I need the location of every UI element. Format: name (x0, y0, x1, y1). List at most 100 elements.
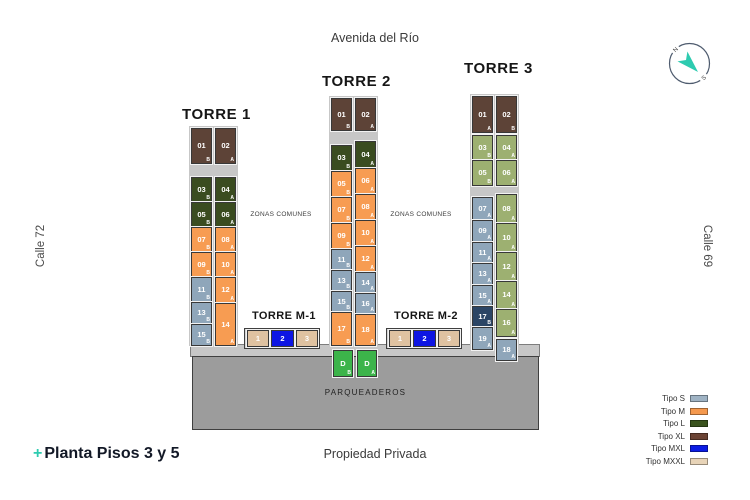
unit-letter: A (487, 235, 491, 241)
page-title-text: Planta Pisos 3 y 5 (44, 445, 180, 462)
unit-letter: B (346, 263, 350, 269)
m-unit-cell: 2 (412, 329, 437, 348)
unit-letter: A (370, 265, 374, 271)
unit-number: 03 (337, 153, 346, 163)
unit-letter: A (230, 157, 234, 163)
unit-number: 01 (197, 141, 206, 151)
unit-letter: B (346, 284, 350, 290)
unit-letter: B (487, 153, 491, 159)
unit-letter: A (511, 354, 515, 360)
unit-letter: B (346, 124, 350, 130)
unit-letter: A (230, 339, 234, 345)
zonas-comunes-label-right: ZONAS COMUNES (390, 211, 452, 218)
unit-number: 18 (361, 325, 370, 335)
unit-letter: A (370, 307, 374, 313)
unit-letter: B (206, 317, 210, 323)
unit-number: 1 (397, 333, 403, 343)
legend-row: Tipo M (646, 407, 708, 416)
street-label-propiedad-privada: Propiedad Privada (323, 447, 427, 461)
tower-title: TORRE 1 (182, 106, 251, 123)
unit-number: 14 (361, 277, 370, 287)
m-unit-cell: 3 (437, 329, 461, 348)
unit-number: 15 (478, 290, 487, 300)
unit-letter: A (487, 278, 491, 284)
legend-label: Tipo MXL (651, 444, 685, 453)
unit-number: 09 (197, 259, 206, 269)
compass-icon: N S (668, 42, 711, 85)
unit-letter: B (346, 305, 350, 311)
m-tower-title: TORRE M-1 (252, 310, 316, 322)
unit-number: 3 (446, 333, 452, 343)
legend-label: Tipo XL (657, 431, 685, 441)
unit-number: 04 (502, 142, 511, 152)
unit-number: 14 (221, 319, 230, 329)
unit-number: 05 (197, 209, 206, 219)
unit-number: 3 (304, 333, 310, 343)
unit-number: 08 (502, 203, 511, 213)
unit-number: 06 (361, 176, 370, 186)
unit-number: 15 (337, 296, 346, 306)
m-unit-cell: 1 (388, 329, 412, 348)
legend-row: Tipo MXXL (646, 457, 708, 466)
unit-letter: B (206, 245, 210, 251)
street-label-avenida-del-rio: Avenida del Río (330, 31, 420, 45)
unit-number: 09 (478, 226, 487, 236)
unit-letter: A (487, 256, 491, 262)
unit-letter: A (370, 213, 374, 219)
unit-number: 16 (502, 318, 511, 328)
unit-letter: B (206, 220, 210, 226)
unit-letter: A (511, 216, 515, 222)
unit-letter: A (511, 302, 515, 308)
unit-letter: B (206, 157, 210, 163)
unit-letter: A (230, 220, 234, 226)
unit-letter: A (370, 286, 374, 292)
unit-letter: A (230, 270, 234, 276)
m-tower-title: TORRE M-2 (394, 310, 458, 322)
unit-letter: B (206, 295, 210, 301)
unit-letter: B (487, 179, 491, 185)
unit-number: 06 (502, 168, 511, 178)
unit-number: 2 (422, 333, 427, 343)
unit-letter: B (346, 339, 350, 345)
unit-letter: A (371, 370, 375, 376)
unit-letter: A (487, 213, 491, 219)
unit-letter: B (206, 270, 210, 276)
unit-number: 07 (337, 205, 346, 215)
unit-number: 07 (478, 203, 487, 213)
legend-row: Tipo S (646, 394, 708, 403)
unit-number: 18 (502, 345, 511, 355)
unit-letter: A (487, 299, 491, 305)
unit-letter: A (511, 153, 515, 159)
legend-row: Tipo MXL (646, 444, 708, 453)
m-unit-cell: 2 (270, 329, 295, 348)
unit-number: 08 (221, 234, 230, 244)
unit-letter: A (370, 124, 374, 130)
